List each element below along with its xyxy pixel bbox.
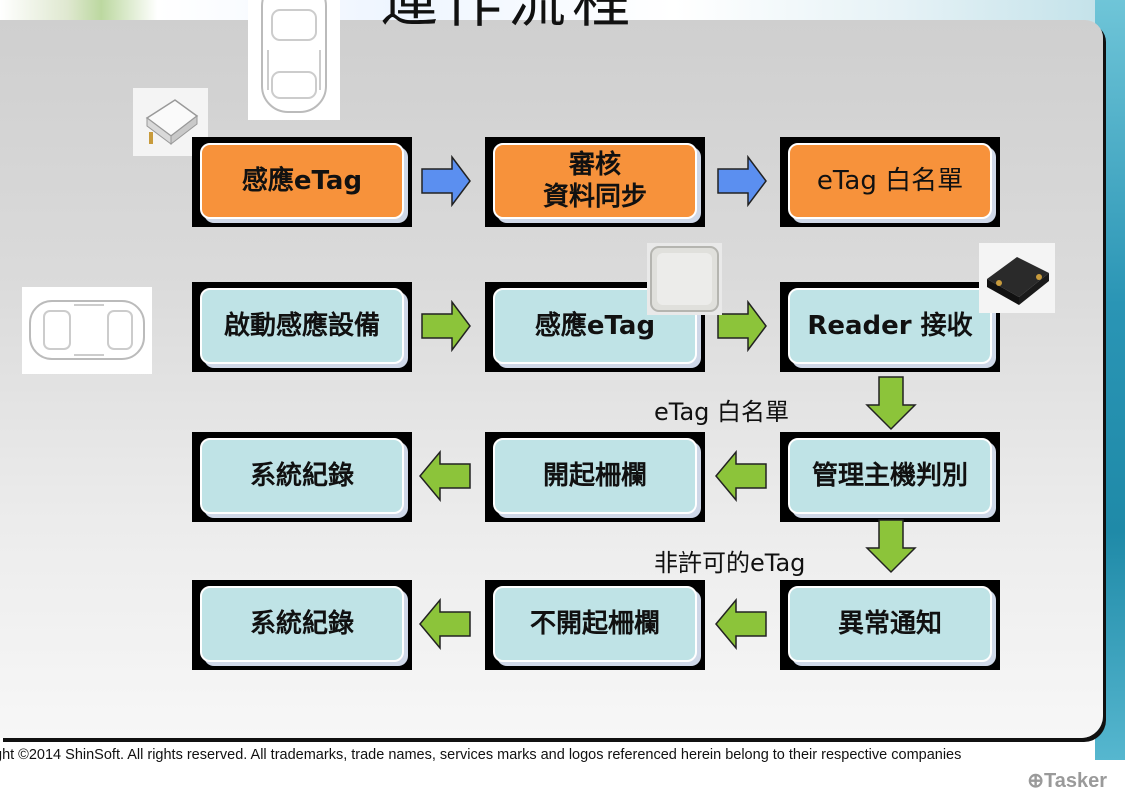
row1-arrow-1 xyxy=(421,155,471,207)
row4-no-open-gate-box: 不開起柵欄 xyxy=(485,580,705,670)
row2-arrow-1 xyxy=(421,300,471,352)
rfid-reader-panel-image xyxy=(647,243,722,315)
row1-whitelist-box: eTag 白名單 xyxy=(780,137,1000,227)
row1-box3-label: eTag 白名單 xyxy=(816,165,964,196)
down-arrow-2 xyxy=(865,519,917,574)
row4-box3-label: 異常通知 xyxy=(837,608,942,639)
tasker-watermark: ⊕Tasker xyxy=(1027,768,1107,793)
row3-arrow-1 xyxy=(419,450,471,502)
row1-arrow-2 xyxy=(717,155,767,207)
row4-alert-box: 異常通知 xyxy=(780,580,1000,670)
down-arrow-1 xyxy=(865,376,917,431)
car-top-view-image xyxy=(248,0,340,120)
row4-arrow-1 xyxy=(419,598,471,650)
row3-box3-label: 管理主機判別 xyxy=(811,460,968,491)
row3-arrow-2 xyxy=(715,450,767,502)
car-side-top-image xyxy=(22,287,152,374)
row2-arrow-2 xyxy=(717,300,767,352)
whitelist-condition-label: eTag 白名單 xyxy=(654,398,790,426)
row1-box2-line1: 審核 xyxy=(568,149,621,180)
row3-box2-label: 開起柵欄 xyxy=(542,460,647,491)
row4-box2-label: 不開起柵欄 xyxy=(529,608,660,639)
slide-title: 運作流程 xyxy=(380,0,637,35)
tasker-logo-icon: ⊕ xyxy=(1027,770,1044,792)
row2-start-device-box: 啟動感應設備 xyxy=(192,282,412,372)
row1-box2-line2: 資料同步 xyxy=(542,182,647,212)
row4-system-log-box: 系統紀錄 xyxy=(192,580,412,670)
row2-box3-label: Reader 接收 xyxy=(807,310,973,341)
row4-arrow-2 xyxy=(715,598,767,650)
row3-host-judge-box: 管理主機判別 xyxy=(780,432,1000,522)
row3-system-log-box: 系統紀錄 xyxy=(192,432,412,522)
watermark-text: Tasker xyxy=(1043,770,1107,792)
row1-box1-label: 感應eTag xyxy=(241,165,363,196)
reader-module-image xyxy=(979,243,1055,313)
unauthorized-condition-label: 非許可的eTag xyxy=(654,549,806,577)
row3-box1-label: 系統紀錄 xyxy=(249,460,354,491)
row4-box1-label: 系統紀錄 xyxy=(249,608,354,639)
row1-sense-etag-box: 感應eTag xyxy=(192,137,412,227)
copyright-footer: ght ©2014 ShinSoft. All rights reserved.… xyxy=(0,747,962,763)
row2-reader-receive-box: Reader 接收 xyxy=(780,282,1000,372)
row2-box2-label: 感應eTag xyxy=(534,310,656,341)
row1-review-sync-box: 審核資料同步 xyxy=(485,137,705,227)
row3-open-gate-box: 開起柵欄 xyxy=(485,432,705,522)
row2-box1-label: 啟動感應設備 xyxy=(223,310,380,341)
